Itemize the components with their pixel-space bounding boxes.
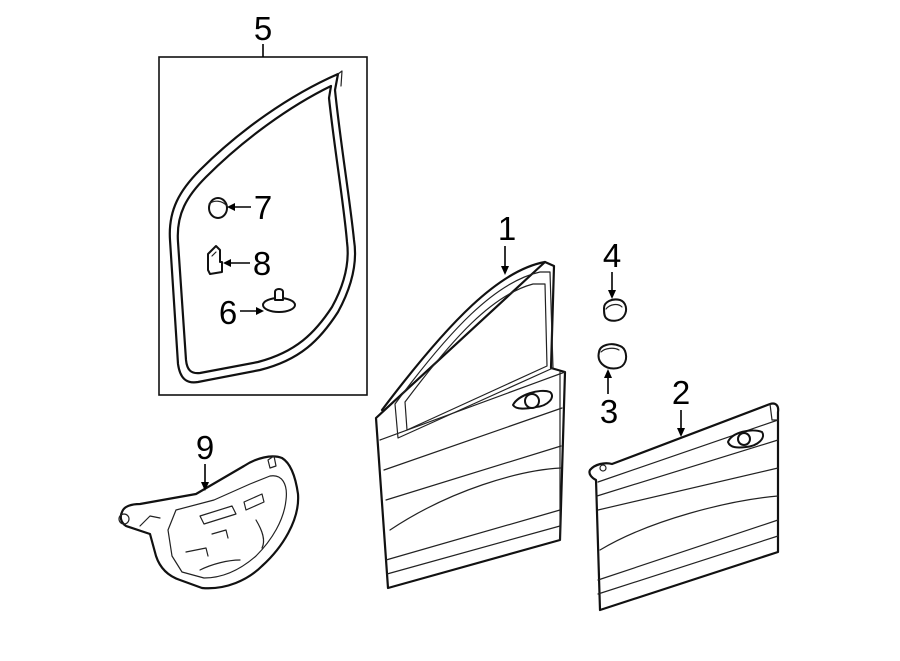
door-weatherstrip-icon [168,70,357,384]
callout-5: 5 [254,10,272,47]
callout-8: 8 [253,245,271,282]
callout-1: 1 [498,210,516,247]
weatherstrip-inset-box [158,56,368,396]
door-cap-icon [603,298,628,322]
outer-door-panel-icon [588,402,780,612]
callout-6: 6 [219,294,237,331]
front-door-shell-icon [374,260,567,590]
weatherstrip-group: 5 7 8 6 [158,10,368,396]
water-shield-icon [118,455,300,590]
callout-9: 9 [196,429,214,466]
callout-3: 3 [600,393,618,430]
bracket-clip-icon [207,245,223,275]
callout-4: 4 [603,237,621,274]
round-plug-icon [208,197,228,219]
door-plug-icon [597,343,628,370]
callout-7: 7 [254,189,272,226]
retainer-clip-icon [262,288,296,313]
callout-2: 2 [672,374,690,411]
